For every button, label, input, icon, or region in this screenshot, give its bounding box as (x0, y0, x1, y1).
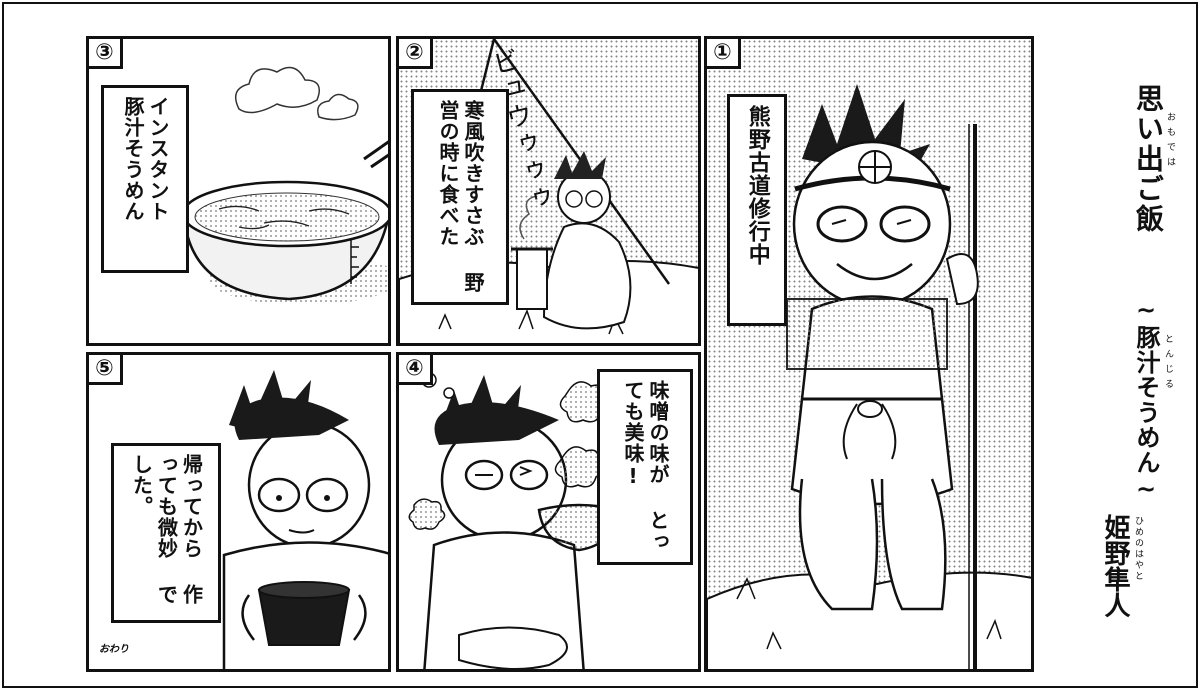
caption-text: 熊野古道修行中 (744, 105, 770, 266)
caption-box: 熊野古道修行中 (727, 94, 787, 326)
subtitle-furigana: とんじる (1163, 334, 1173, 394)
caption-box: インスタント 豚汁そうめん (101, 85, 189, 273)
caption-box: 寒風吹きすさぶ 野営の時に食べた (411, 89, 509, 305)
signature: おわり (99, 644, 129, 655)
title-area: 思い出ご飯 おもでは ~豚汁そうめん~ とんじる (1064, 84, 1184, 554)
main-title-furigana: おもでは (1165, 112, 1175, 172)
author-area: 姫野隼人 ひめのはやと (1094, 514, 1174, 664)
panel-3: ③ インスタント 豚汁そうめん (86, 36, 391, 346)
caption-text: 帰ってから 作っても微妙 でした。 (129, 454, 204, 605)
panel-number: ③ (89, 39, 123, 69)
author-furigana: ひめのはやと (1133, 516, 1143, 582)
caption-text: インスタント 豚汁そうめん (121, 96, 170, 222)
panel-2: ② ビュウゥゥゥ 寒風吹きすさぶ 野営の時に食べた (396, 36, 701, 346)
instant-soup-pot-illustration (181, 66, 388, 305)
panel-4: ④ 味噌の味が とっても美味! (396, 352, 701, 672)
panel-5: ⑤ ? 帰ってから 作っても微妙 でした。 おわり (86, 352, 391, 672)
caption-text: 寒風吹きすさぶ 野営の時に食べた (436, 100, 485, 293)
caption-text: 味噌の味が とっても美味! (621, 380, 670, 552)
main-title: 思い出ご飯 (1132, 84, 1165, 234)
panel-number: ④ (399, 355, 433, 385)
panel-number: ① (707, 39, 741, 69)
panel-number: ⑤ (89, 355, 123, 385)
author-name: 姫野隼人 (1100, 514, 1130, 618)
caption-box: 味噌の味が とっても美味! (597, 369, 693, 565)
character-eating-illustration (408, 372, 655, 669)
panel-1: ① 熊野古道修行中 (704, 36, 1034, 672)
pilgrim-character-illustration (707, 84, 1031, 669)
subtitle: ~豚汁そうめん~ (1132, 296, 1160, 504)
caption-box: 帰ってから 作っても微妙 でした。 (111, 443, 221, 623)
panel-number: ② (399, 39, 433, 69)
